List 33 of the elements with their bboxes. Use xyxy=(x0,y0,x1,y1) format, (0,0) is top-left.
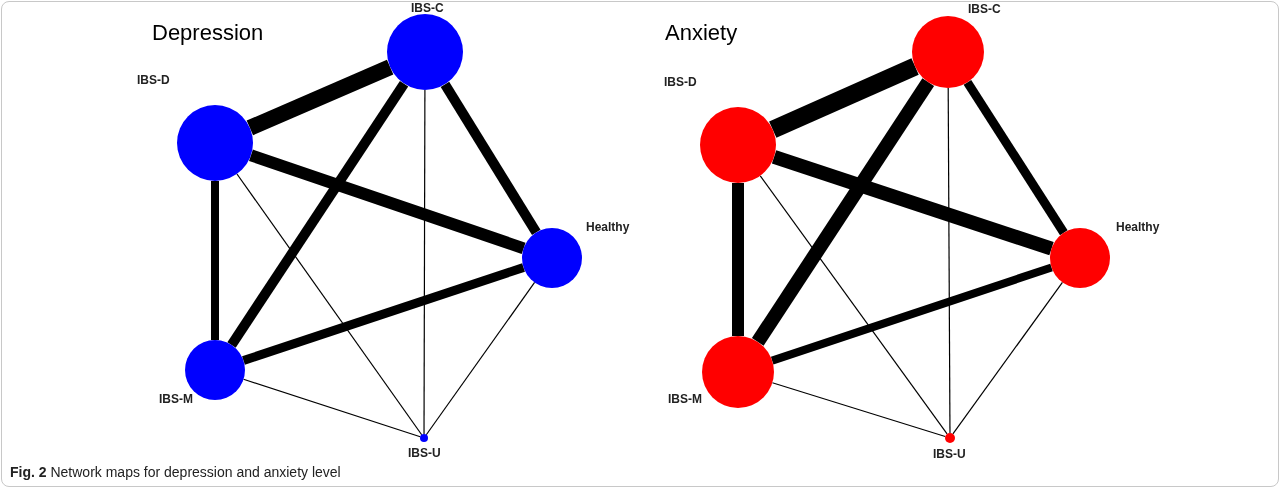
network-edge xyxy=(732,183,744,336)
node-label: IBS-C xyxy=(411,1,444,15)
network-edge xyxy=(211,181,219,340)
network-edge xyxy=(769,58,919,138)
network-edge xyxy=(770,263,1053,365)
network-edge xyxy=(425,281,536,436)
network-edge xyxy=(751,78,935,346)
node-label: IBS-D xyxy=(664,75,697,89)
node-label: IBS-C xyxy=(968,2,1001,16)
node-label: IBS-U xyxy=(933,447,966,461)
network-edge xyxy=(242,378,421,438)
network-edge xyxy=(947,87,951,434)
panel-title: Anxiety xyxy=(665,20,738,46)
network-edge xyxy=(423,89,426,435)
network-edge xyxy=(771,150,1054,256)
node-label: IBS-M xyxy=(668,392,702,406)
network-edge xyxy=(249,149,526,254)
node-label: Healthy xyxy=(1116,220,1160,234)
network-edge xyxy=(759,175,948,435)
node-label: Healthy xyxy=(586,220,630,234)
network-edge xyxy=(440,81,541,236)
network-edge xyxy=(771,382,946,438)
network-edge xyxy=(227,80,409,348)
network-edge xyxy=(242,263,525,365)
network-edge xyxy=(236,173,423,436)
node-label: IBS-U xyxy=(408,446,441,460)
network-edge xyxy=(963,79,1068,236)
figure-caption: Fig. 2 Network maps for depression and anxiety level xyxy=(10,464,341,480)
node-label: IBS-D xyxy=(137,73,170,87)
network-edge xyxy=(246,59,394,136)
network-edge xyxy=(952,281,1064,435)
panel-title: Depression xyxy=(152,20,264,46)
node-label: IBS-M xyxy=(159,392,193,406)
